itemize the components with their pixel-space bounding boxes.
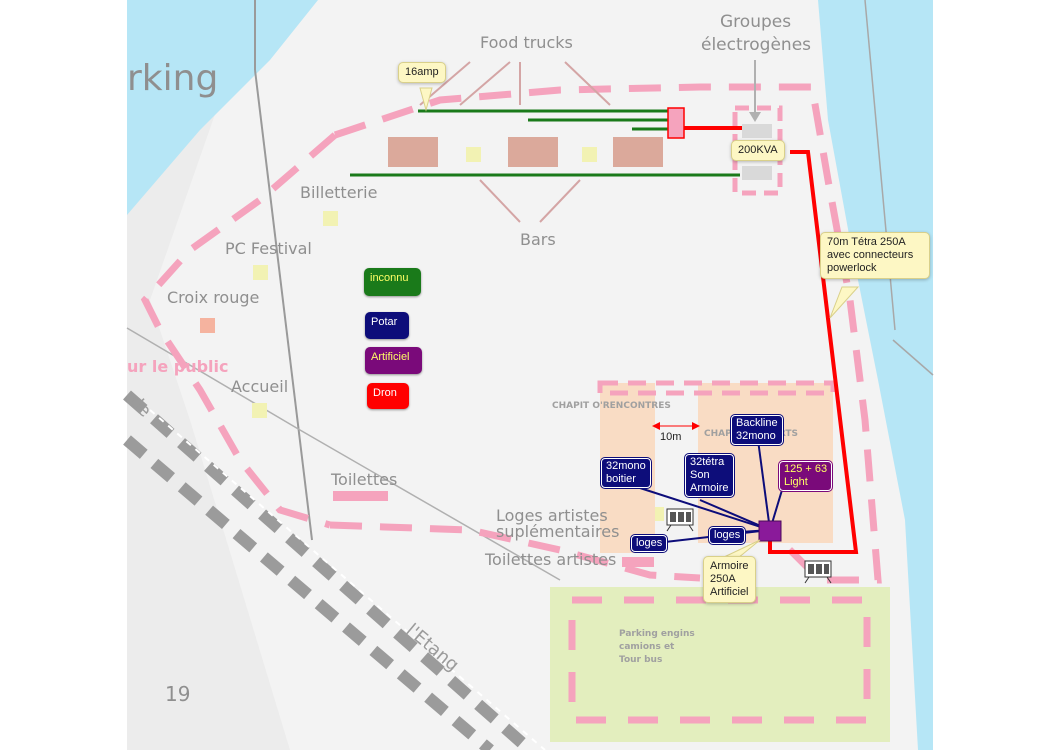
- callout-16amp: 16amp: [398, 62, 446, 83]
- tag-backline-line2: 32mono: [736, 430, 776, 442]
- tag-32tetra-son-line1: 32tétra: [690, 456, 725, 468]
- parking-engins-area: [550, 587, 890, 742]
- croix-rouge-stand: [200, 318, 215, 333]
- tag-backline-line1: Backline: [736, 417, 778, 429]
- callout-armoire-line3: Artificiel: [710, 586, 749, 598]
- pc-festival-label: PC Festival: [225, 239, 312, 258]
- path-line: [254, 69, 313, 541]
- river-water: [818, 0, 933, 750]
- tag-32tetra-son: 32tétra Son Armoire: [684, 453, 735, 498]
- tag-32mono-boitier-line1: 32mono: [606, 460, 646, 472]
- toilettes-label: Toilettes: [331, 470, 398, 489]
- distance-label: 10m: [660, 431, 682, 443]
- tag-32tetra-son-line2: Son: [690, 469, 710, 481]
- bar-stand-1: [388, 137, 438, 167]
- pc-festival-stand: [253, 265, 268, 280]
- suplementaires-label: suplémentaires: [496, 522, 620, 541]
- distance-arrow: [652, 422, 700, 430]
- legend-artificiel: Artificiel: [365, 347, 422, 374]
- tag-backline: Backline 32mono: [730, 414, 784, 446]
- electrogenes-label: électrogènes: [701, 35, 812, 55]
- legend-dron: Dron: [367, 383, 409, 409]
- parking-engins-label-1: Parking engins: [619, 629, 695, 639]
- spotlight-icon: [666, 508, 694, 532]
- legend-potar: Potar: [365, 312, 409, 339]
- loges-artistes-label: Loges artistes: [496, 506, 608, 525]
- bar-stand-3: [613, 137, 663, 167]
- spotlight-icon: [804, 560, 832, 584]
- tag-32mono-boitier: 32mono boitier: [600, 457, 652, 489]
- rail-line-2: [123, 435, 494, 750]
- distribution-box: [667, 107, 685, 139]
- callout-tetra-line3: powerlock: [827, 262, 877, 274]
- parking-engins-label-3: Tour bus: [619, 655, 663, 665]
- bars-label: Bars: [520, 230, 556, 249]
- toilettes-artistes-label: Toilettes artistes: [485, 550, 617, 569]
- callout-tetra-line1: 70m Tétra 250A: [827, 236, 906, 248]
- food-trucks-label: Food trucks: [480, 33, 573, 52]
- callout-200kva: 200KVA: [731, 140, 785, 161]
- legend-inconnu: inconnu: [364, 268, 421, 296]
- toilettes-stand: [333, 491, 388, 501]
- tag-32tetra-son-line3: Armoire: [690, 482, 729, 494]
- pour-le-public-label: ur le public: [127, 357, 229, 376]
- armoire-box: [758, 520, 782, 542]
- lake-water: [127, 0, 318, 215]
- green-cables: [350, 109, 740, 177]
- bars-arrows: [479, 179, 581, 223]
- tag-light-line2: Light: [784, 476, 808, 488]
- callout-armoire-line1: Armoire: [710, 560, 749, 572]
- tag-light-line1: 125 + 63: [784, 463, 828, 475]
- chapit-rencontres-label: CHAPIT O'RENCONTRES: [552, 401, 671, 411]
- callout-tetra: 70m Tétra 250A avec connecteurs powerloc…: [820, 232, 930, 279]
- tag-32mono-boitier-line2: boitier: [606, 473, 636, 485]
- tag-loges-right: loges: [707, 526, 747, 545]
- accueil-label: Accueil: [231, 377, 289, 396]
- red-cables: [684, 126, 859, 554]
- toilettes-artistes-stand: [622, 557, 654, 567]
- bar-stand-2: [508, 137, 558, 167]
- tag-light: 125 + 63 Light: [777, 460, 834, 492]
- food-truck-arrows: [419, 61, 611, 106]
- groupes-label: Groupes: [720, 12, 792, 32]
- croix-rouge-label: Croix rouge: [167, 288, 260, 307]
- parking-engins-label-2: camions et: [619, 642, 675, 652]
- billetterie-label: Billetterie: [300, 183, 378, 202]
- accueil-stand: [252, 403, 267, 418]
- callout-armoire: Armoire 250A Artificiel: [703, 556, 756, 603]
- billetterie-stand: [323, 211, 338, 226]
- page-number: 19: [165, 682, 191, 706]
- callout-armoire-line2: 250A: [710, 573, 736, 585]
- parking-partial-label: rking: [127, 58, 219, 99]
- callout-tetra-line2: avec connecteurs: [827, 249, 914, 261]
- perimeter-zone: [333, 83, 882, 584]
- tag-loges-left: loges: [629, 534, 669, 553]
- rail-line-1: [123, 390, 534, 750]
- generator-zone: [732, 105, 783, 196]
